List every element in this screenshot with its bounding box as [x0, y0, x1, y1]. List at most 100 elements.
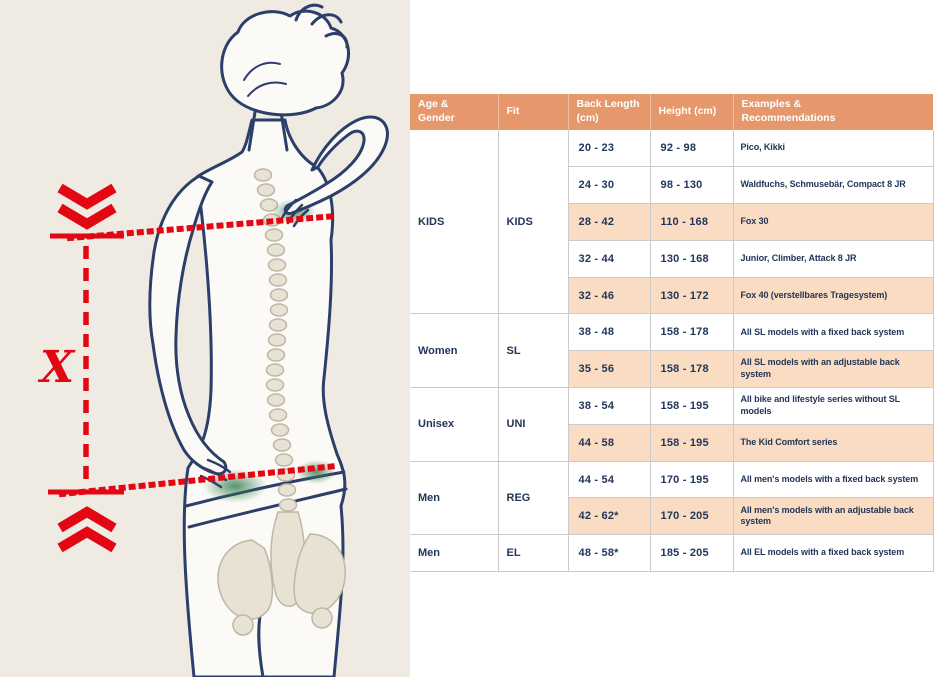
vertebra [268, 318, 288, 332]
fit-cell: EL [497, 534, 568, 573]
back-length-cell: 38 - 54 [567, 387, 650, 425]
height-cell: 185 - 205 [649, 534, 733, 573]
height-cell: 170 - 195 [649, 461, 733, 499]
figure-outline [182, 110, 348, 677]
back-length-cell: 32 - 46 [567, 277, 650, 315]
height-cell: 158 - 195 [649, 387, 733, 425]
vertebra [278, 498, 298, 512]
vertebra [268, 273, 288, 287]
top-chevron-icon [57, 183, 117, 210]
examples-cell: All EL models with a fixed back system [732, 534, 934, 573]
height-cell: 130 - 168 [649, 240, 733, 278]
pelvis [217, 511, 346, 636]
fit-cell: REG [497, 461, 568, 536]
age-gender-cell: KIDS [410, 130, 498, 315]
back-length-cell: 24 - 30 [567, 166, 650, 205]
fit-cell: KIDS [497, 130, 568, 315]
column-header: Back Length (cm) [567, 94, 650, 130]
back-length-cell: 32 - 44 [567, 240, 650, 278]
column-header: Fit [497, 94, 568, 130]
examples-cell: Fox 40 (verstellbares Tragesystem) [732, 277, 934, 315]
vertebra [269, 303, 289, 317]
examples-cell: Pico, Kikki [732, 130, 934, 168]
vertebra [256, 183, 276, 197]
bottom-dotted-line [58, 462, 340, 498]
vertebra [266, 393, 286, 407]
examples-cell: All SL models with a fixed back system [732, 313, 934, 352]
column-header: Age & Gender [410, 94, 498, 130]
height-cell: 158 - 178 [649, 313, 733, 352]
back-length-cell: 44 - 58 [567, 424, 650, 462]
arms-and-hair [148, 3, 389, 489]
age-gender-cell: Men [410, 461, 498, 536]
height-cell: 170 - 205 [649, 497, 733, 536]
vertebra [267, 333, 287, 347]
back-length-cell: 28 - 42 [567, 203, 650, 241]
back-length-cell: 44 - 54 [567, 461, 650, 499]
height-cell: 158 - 178 [649, 350, 733, 389]
column-header: Examples & Recommendations [732, 94, 933, 130]
vertebra [267, 258, 287, 272]
vertebra [264, 228, 284, 242]
examples-cell: All men's models with an adjustable back… [732, 497, 934, 536]
height-cell: 110 - 168 [649, 203, 733, 241]
examples-cell: Waldfuchs, Schmusebär, Compact 8 JR [732, 166, 934, 205]
age-gender-cell: Unisex [410, 387, 498, 462]
hair-waves [243, 61, 287, 97]
vertebra [265, 363, 285, 377]
bottom-chevron-icon [57, 526, 117, 553]
measurement-lines [48, 183, 340, 553]
height-cell: 92 - 98 [649, 130, 733, 168]
examples-cell: All men's models with a fixed back syste… [732, 461, 934, 499]
vertebra [265, 378, 285, 392]
fit-cell: SL [497, 313, 568, 389]
back-length-cell: 35 - 56 [567, 350, 650, 389]
hair [220, 9, 351, 117]
height-cell: 130 - 172 [649, 277, 733, 315]
ponytail-strands [294, 3, 349, 49]
vertebra [253, 168, 273, 182]
vertebra [274, 453, 294, 467]
vertebra [266, 243, 286, 257]
back-length-cell: 48 - 58* [567, 534, 650, 573]
vertebra [272, 438, 292, 452]
vertebra [269, 288, 289, 302]
vertebra [270, 423, 290, 437]
back-length-x-label: X [37, 342, 76, 393]
examples-cell: The Kid Comfort series [732, 424, 934, 462]
age-gender-cell: Men [410, 534, 498, 573]
column-header: Height (cm) [649, 94, 733, 130]
vertebra [266, 348, 286, 362]
bottom-chevron-icon [57, 506, 117, 533]
examples-cell: All bike and lifestyle series without SL… [732, 387, 934, 425]
top-dotted-line [66, 212, 340, 242]
neck-lines [247, 110, 289, 152]
vertebra [277, 483, 297, 497]
back-length-cell: 38 - 48 [567, 313, 650, 352]
height-cell: 98 - 130 [649, 166, 733, 205]
age-gender-cell: Women [410, 313, 498, 389]
back-length-cell: 20 - 23 [567, 130, 650, 168]
vertebra [268, 408, 288, 422]
top-chevron-icon [57, 203, 117, 230]
spine [253, 168, 298, 512]
examples-cell: Fox 30 [732, 203, 934, 241]
examples-cell: Junior, Climber, Attack 8 JR [732, 240, 934, 278]
fit-cell: UNI [497, 387, 568, 462]
examples-cell: All SL models with an adjustable back sy… [732, 350, 934, 389]
left-arm [148, 174, 228, 476]
height-cell: 158 - 195 [649, 424, 733, 462]
